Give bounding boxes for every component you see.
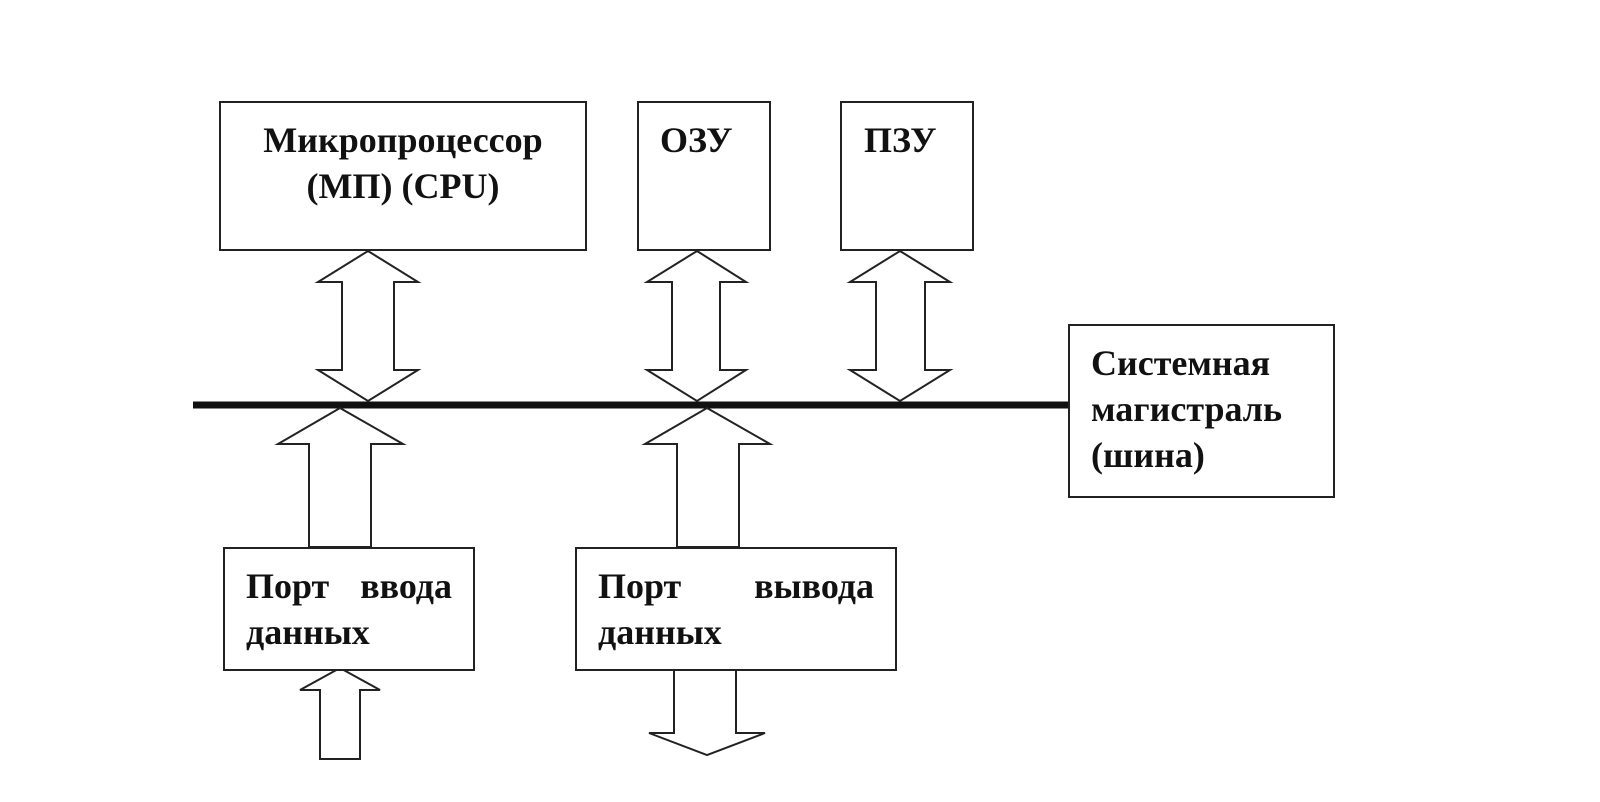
rom-label: ПЗУ	[864, 120, 937, 160]
cpu-block: Микропроцессор (МП) (CPU)	[219, 101, 587, 251]
output-port-word-port: Порт	[598, 566, 682, 606]
output-port-label-line2: данных	[598, 612, 722, 652]
output-port-label-line1: Порт вывода	[598, 563, 874, 609]
input-port-word-input: ввода	[360, 566, 452, 606]
system-bus-label: Системная магистраль (шина)	[1091, 340, 1282, 478]
input-port-label-line2: данных	[246, 612, 370, 652]
output-port-word-output: вывода	[754, 566, 874, 606]
input-port-word-port: Порт	[246, 566, 330, 606]
ram-bus-double-arrow	[643, 249, 750, 403]
rom-bus-double-arrow	[846, 249, 954, 403]
input-port-label-line1: Порт ввода	[246, 563, 452, 609]
external-output-arrow	[648, 667, 766, 757]
system-bus-label-line3: (шина)	[1091, 435, 1205, 475]
system-bus-label-line1: Системная	[1091, 343, 1271, 383]
input-port-block: Порт ввода данных	[223, 547, 475, 671]
external-input-arrow	[299, 666, 381, 760]
ram-label: ОЗУ	[660, 120, 733, 160]
cpu-label-line2: (МП) (CPU)	[306, 166, 500, 206]
input-port-label: Порт ввода данных	[246, 563, 452, 655]
cpu-label-line1: Микропроцессор	[263, 120, 543, 160]
output-port-label: Порт вывода данных	[598, 563, 874, 655]
bus-to-output-port-arrow	[641, 406, 774, 548]
system-bus-block: Системная магистраль (шина)	[1068, 324, 1335, 498]
output-port-block: Порт вывода данных	[575, 547, 897, 671]
system-bus-label-line2: магистраль	[1091, 389, 1283, 429]
cpu-bus-double-arrow	[314, 249, 422, 403]
ram-block: ОЗУ	[637, 101, 771, 251]
input-port-to-bus-arrow	[274, 406, 407, 548]
rom-block: ПЗУ	[840, 101, 974, 251]
cpu-label: Микропроцессор (МП) (CPU)	[221, 117, 585, 209]
